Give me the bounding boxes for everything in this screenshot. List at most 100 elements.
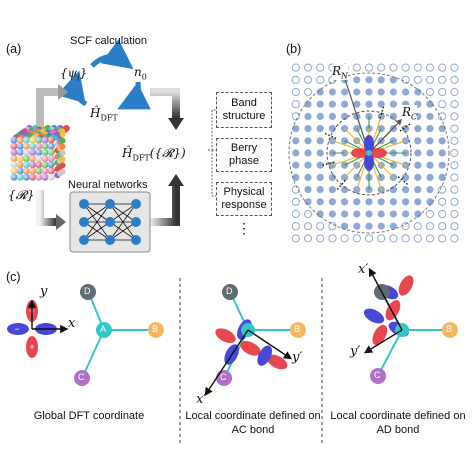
lattice-site-empty [450, 173, 459, 182]
lattice-site-empty [303, 63, 313, 72]
lattice-site-empty [450, 75, 459, 84]
lattice-site-empty [303, 209, 313, 219]
orbital-ad [363, 275, 414, 346]
lattice-site-filled [341, 198, 349, 206]
center-atom-orbital [351, 135, 387, 171]
lattice-site-filled [402, 173, 410, 181]
atom-C [74, 370, 90, 386]
lattice-site-empty [438, 100, 447, 109]
lattice-site-filled [341, 222, 349, 230]
lattice-site-filled [316, 125, 324, 133]
panel-label-c: (c) [6, 270, 21, 284]
rc-label: RC [402, 105, 418, 122]
lattice-site-filled [426, 149, 434, 157]
outer-bond-dots [324, 132, 337, 139]
lattice-site-filled [341, 88, 349, 96]
lattice-site-filled [316, 198, 324, 206]
cube-atom-highlight [41, 167, 49, 175]
atom-D-ac [222, 284, 238, 300]
lattice-site-filled [438, 161, 446, 169]
lattice-site-empty [316, 222, 325, 231]
cube-atom-highlight [22, 148, 30, 156]
lattice-site-filled [402, 186, 410, 194]
lattice-site-filled [426, 186, 434, 194]
lattice-site-empty [450, 112, 459, 121]
cube-atom-highlight [16, 136, 24, 144]
lattice-site-filled [353, 210, 361, 218]
lattice-site-filled [414, 149, 422, 157]
lattice-site-filled [426, 137, 434, 145]
lattice-site-filled [353, 222, 361, 230]
cube-atom-highlight [41, 148, 49, 156]
atom-label-C-ac: C [220, 372, 227, 382]
scf-arrow-right [117, 81, 151, 110]
cube-atom-highlight [47, 173, 55, 181]
lattice-site-empty [450, 100, 459, 109]
axis-label-x-global: x [68, 316, 76, 331]
output-bracket [208, 109, 216, 197]
lattice-site-empty [328, 234, 337, 243]
lattice-site-filled [341, 186, 349, 194]
lattice-site-empty [303, 222, 313, 231]
lattice-site-filled [402, 198, 410, 206]
nn-edge [109, 221, 137, 241]
cube-atom-highlight [16, 148, 24, 156]
lattice-site-empty [413, 234, 422, 243]
lattice-site-filled [414, 198, 422, 206]
atom-B-ac [290, 322, 306, 338]
panel-c: + + − − [7, 267, 458, 444]
lattice-site-filled [377, 100, 385, 108]
flow-arrow-right-up [150, 186, 180, 226]
cube-atom-highlight [29, 173, 37, 181]
atom-B [148, 322, 164, 338]
lattice-site-empty [438, 234, 447, 243]
cube-atom-highlight [35, 148, 43, 156]
lattice-site-filled [377, 198, 385, 206]
cube-atom-highlight [22, 173, 30, 181]
cube-atom-highlight [29, 161, 37, 169]
lattice-site-filled [304, 161, 312, 169]
lattice-site-empty [450, 161, 459, 170]
lattice-site-empty [303, 75, 313, 84]
cube-atom [59, 143, 66, 150]
lattice-site-empty [377, 234, 386, 243]
lattice-site-filled [389, 112, 397, 120]
cube-atom-highlight [10, 142, 18, 150]
cube-atom-highlight [16, 161, 24, 169]
lattice-site-filled [304, 125, 312, 133]
axis-label-x-ad: x′ [358, 262, 369, 277]
cube-atom [59, 131, 66, 138]
lattice-site-filled [328, 112, 336, 120]
lattice-site-empty [303, 234, 313, 243]
lattice-site-filled [414, 161, 422, 169]
lattice-site-filled [402, 125, 410, 133]
lattice-site-filled [426, 125, 434, 133]
lattice-site-filled [389, 222, 397, 230]
flow-arrow-left-up-head [58, 84, 68, 100]
cutoff-circle-rn [288, 72, 450, 234]
cube-atom-highlight [29, 148, 37, 156]
lattice-site-filled [414, 125, 422, 133]
lattice-site-empty [316, 234, 325, 243]
output-ellipsis: ⋮ [237, 220, 251, 236]
h-dft-label: ĤDFT [90, 106, 118, 123]
panel-label-a: (a) [6, 42, 22, 56]
lattice-site-empty [450, 148, 459, 158]
lattice-site-filled [316, 149, 324, 157]
lattice-site-filled [328, 137, 336, 145]
lattice-site-filled [389, 137, 397, 145]
neural-network-diagram [69, 191, 151, 253]
cube-atom-highlight [22, 167, 30, 175]
lattice-site-filled [292, 137, 300, 145]
lattice-site-empty [425, 75, 435, 84]
axis-label-x-ac: x′ [196, 392, 207, 407]
lattice-site-filled [316, 161, 324, 169]
lattice-site-filled [304, 149, 312, 157]
flow-arrow-right-down [150, 88, 180, 118]
atom-label-A: A [100, 324, 107, 334]
cube-atom-highlight [29, 167, 37, 175]
flow-arrow-left-down [36, 190, 56, 226]
cube-atom-highlight [47, 142, 55, 150]
cube-atom-highlight [47, 136, 55, 144]
lattice-site-filled [438, 137, 446, 145]
